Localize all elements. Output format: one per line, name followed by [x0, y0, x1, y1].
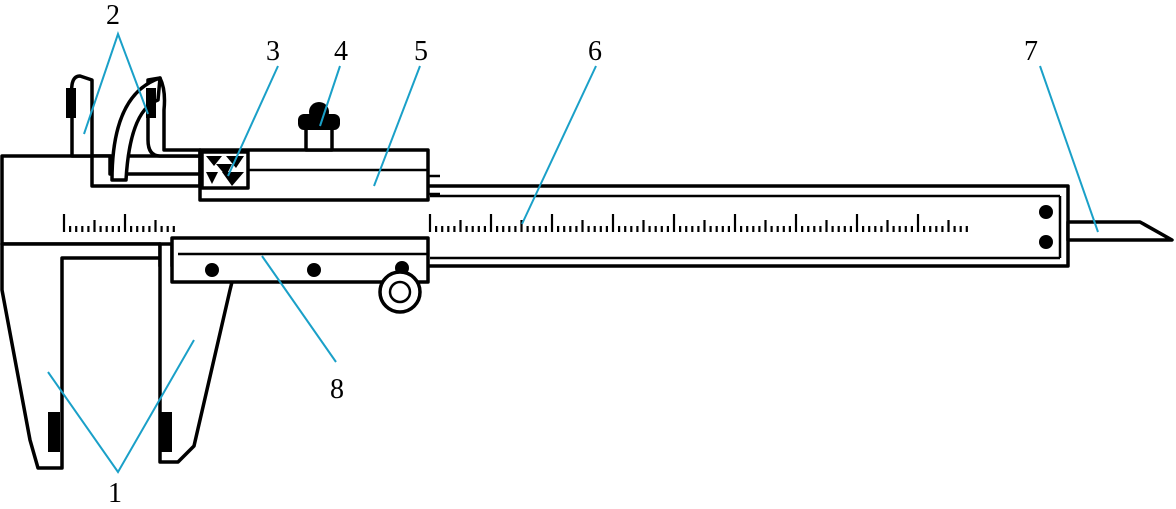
callout-5: 5 — [414, 36, 428, 67]
fixed-outside-jaw — [0, 242, 162, 470]
leader-lines — [47, 31, 1099, 474]
rivet-2 — [307, 263, 321, 277]
callout-4: 4 — [334, 36, 348, 67]
fixed-jaw-tip — [48, 412, 60, 452]
callout-3: 3 — [266, 36, 280, 67]
leader-2 — [83, 31, 149, 135]
end-screw-top — [1039, 205, 1053, 219]
main-scale-ticks — [62, 214, 968, 232]
movable-jaw-tip — [160, 412, 172, 452]
end-screw-bottom — [1039, 235, 1053, 249]
fixed-inside-jaw-tip — [66, 88, 76, 118]
depth-rod — [1066, 220, 1174, 242]
locking-screw-stem — [304, 126, 334, 152]
rivet-1 — [205, 263, 219, 277]
leader-8 — [261, 255, 337, 363]
leader-7 — [1039, 65, 1099, 233]
callout-6: 6 — [588, 36, 602, 67]
leader-1 — [47, 339, 195, 474]
callout-1: 1 — [108, 478, 122, 509]
thumb-wheel-inner — [388, 280, 412, 304]
thumb-wheel — [378, 270, 422, 314]
callout-7: 7 — [1024, 36, 1038, 67]
leader-4 — [319, 65, 341, 127]
callout-2: 2 — [106, 0, 120, 31]
leader-5 — [373, 65, 421, 187]
movable-inside-jaw-tip — [146, 88, 156, 118]
callout-8: 8 — [330, 374, 344, 405]
leader-6 — [521, 65, 597, 225]
leader-3 — [227, 65, 279, 177]
